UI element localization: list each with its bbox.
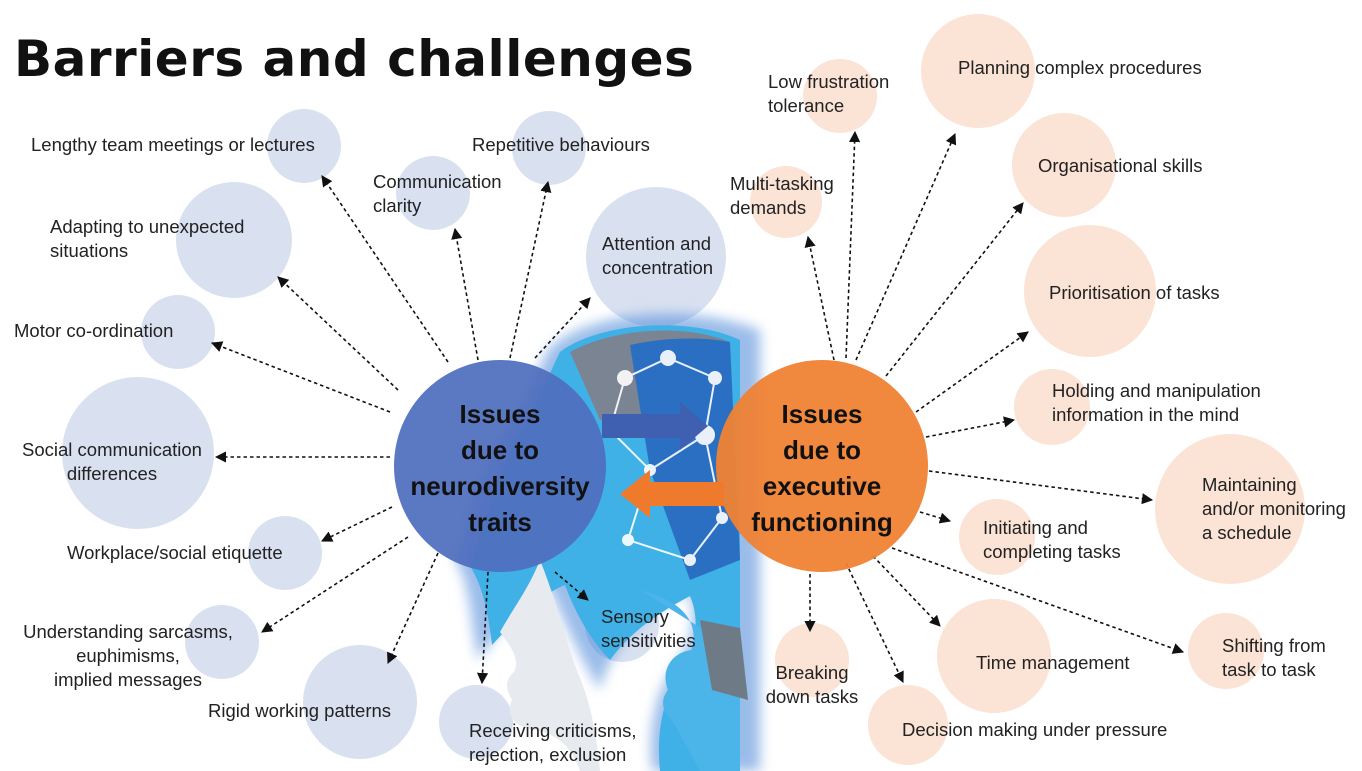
bubble-organisational <box>1012 113 1116 217</box>
bubble-breaking <box>775 623 849 697</box>
label-initiating: Initiating and completing tasks <box>983 517 1121 562</box>
bubble-initiating <box>959 499 1035 575</box>
label-motor: Motor co-ordination <box>14 320 174 341</box>
neurodiversity-hub-label: Issues due to neurodiversity traits <box>410 399 590 537</box>
bubble-repetitive-behaviours <box>512 111 586 185</box>
right-bubbles <box>750 14 1305 765</box>
connector-arrow-14 <box>845 130 861 359</box>
bubble-sarcasm <box>185 605 259 679</box>
bubble-holding <box>1014 369 1090 445</box>
bubble-etiquette <box>248 516 322 590</box>
label-social-comm: Social communication differences <box>22 439 202 484</box>
label-organisational: Organisational skills <box>1038 155 1203 176</box>
connector-arrow-17 <box>915 331 1029 413</box>
connector-arrows <box>210 130 1185 685</box>
face-profile-2 <box>640 590 740 771</box>
bubble-lengthy-meetings <box>267 109 341 183</box>
bubble-low-frustration <box>803 59 877 133</box>
left-bubbles <box>62 109 726 759</box>
connector-arrow-5 <box>534 297 591 359</box>
page-title: Barriers and challenges <box>14 30 695 88</box>
connector-arrow-11 <box>476 571 489 685</box>
bubble-shifting <box>1188 613 1264 689</box>
connector-arrow-1 <box>321 175 449 363</box>
connector-arrow-9 <box>261 536 409 633</box>
connector-arrow-16 <box>885 202 1024 377</box>
connector-arrow-13 <box>804 235 835 361</box>
label-communication-clarity: Communication clarity <box>373 171 502 216</box>
connector-arrow-4 <box>277 276 399 391</box>
label-shifting: Shifting from task to task <box>1222 635 1326 680</box>
connector-arrow-6 <box>210 341 391 413</box>
label-holding: Holding and manipulation information in … <box>1052 380 1261 425</box>
label-repetitive-behaviours: Repetitive behaviours <box>472 134 650 155</box>
label-rigid: Rigid working patterns <box>208 700 392 721</box>
label-prioritisation: Prioritisation of tasks <box>1049 282 1220 303</box>
connector-arrow-15 <box>855 132 957 361</box>
label-lengthy-meetings: Lengthy team meetings or lectures <box>31 134 315 155</box>
bubble-attention <box>586 187 726 327</box>
connector-arrow-22 <box>872 555 941 627</box>
bubble-rigid <box>303 645 417 759</box>
bubble-social-comm <box>62 377 214 529</box>
label-etiquette: Workplace/social etiquette <box>67 542 283 563</box>
connector-arrow-3 <box>509 180 552 359</box>
neck-grey <box>700 620 748 700</box>
neurodiversity-hub <box>394 360 606 572</box>
neural-network <box>604 350 728 566</box>
label-breaking: Breaking down tasks <box>765 662 859 707</box>
bubble-motor <box>141 295 215 369</box>
bubble-communication-clarity <box>396 156 470 230</box>
label-time: Time management <box>976 652 1130 673</box>
label-sensory: Sensory sensitivities <box>601 606 696 651</box>
connector-arrow-8 <box>320 506 393 542</box>
bubble-multitasking <box>750 166 822 238</box>
label-sarcasm: Understanding sarcasms, euphimisms, impl… <box>23 621 233 690</box>
connector-arrow-19 <box>928 470 1154 505</box>
bubble-adapting <box>176 182 292 298</box>
bubble-prioritisation <box>1024 225 1156 357</box>
connector-arrow-2 <box>451 227 479 361</box>
connector-arrow-10 <box>387 552 439 665</box>
back-head-blue <box>630 338 740 580</box>
executive-functioning-hub-label: Issues due to executive functioning <box>751 399 893 537</box>
connector-arrow-18 <box>925 416 1016 438</box>
label-schedule: Maintaining and/or monitoring a schedule <box>1202 474 1346 543</box>
face-profile <box>500 560 600 771</box>
label-planning: Planning complex procedures <box>958 57 1202 78</box>
bubble-schedule <box>1155 434 1305 584</box>
arrow-exec-to-neuro <box>620 470 724 518</box>
executive-functioning-hub <box>716 360 928 572</box>
bubble-criticism <box>439 685 513 759</box>
label-decision: Decision making under pressure <box>902 719 1168 740</box>
label-multitasking: Multi-tasking demands <box>730 173 834 218</box>
arrow-neuro-to-exec <box>602 402 708 450</box>
connector-arrow-24 <box>845 562 904 684</box>
label-attention: Attention and concentration <box>602 233 714 278</box>
bubble-time <box>937 599 1051 713</box>
label-criticism: Receiving criticisms, rejection, exclusi… <box>469 720 637 765</box>
label-adapting: Adapting to unexpected situations <box>50 216 245 261</box>
connector-arrow-20 <box>919 511 952 524</box>
bubble-planning <box>921 14 1035 128</box>
bubble-decision <box>868 685 948 765</box>
label-low-frustration: Low frustration tolerance <box>768 71 890 116</box>
connector-arrow-12 <box>554 571 589 601</box>
